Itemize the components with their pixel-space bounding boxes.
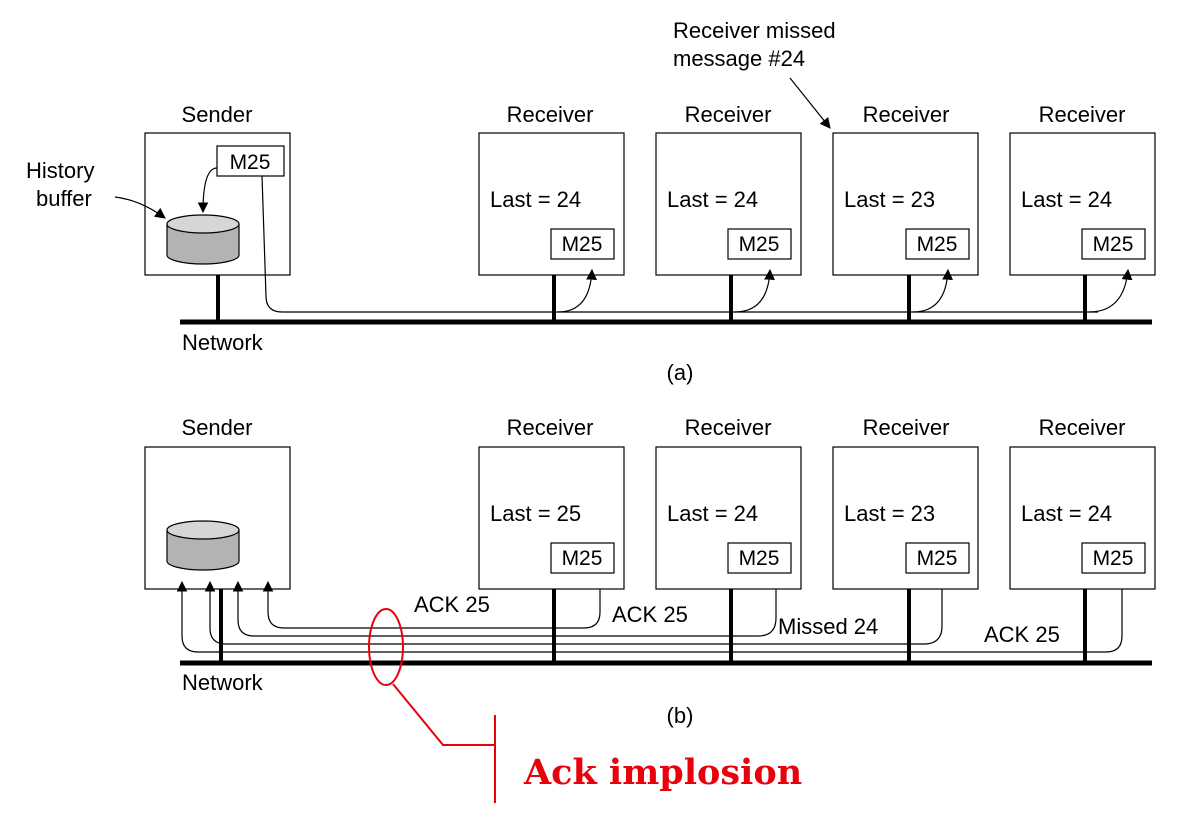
receiver-last: Last = 25 <box>490 501 581 526</box>
receiver-message: M25 <box>917 233 958 256</box>
receiver-title: Receiver <box>685 415 772 440</box>
annotation-line-1: Receiver missed <box>673 18 836 43</box>
receiver-title: Receiver <box>863 102 950 127</box>
receiver-last: Last = 24 <box>667 187 758 212</box>
receiver-title: Receiver <box>863 415 950 440</box>
deliver-arrow <box>557 268 597 313</box>
implosion-highlight-ellipse <box>368 608 404 686</box>
receiver-b-3: Receiver Last = 23 M25 <box>832 415 979 663</box>
receiver-title: Receiver <box>1039 415 1126 440</box>
receiver-message: M25 <box>1093 547 1134 570</box>
reply-wire-1 <box>262 566 601 629</box>
ack-implosion-callout: Ack implosion <box>368 608 802 803</box>
sender-message-label-a: M25 <box>230 151 271 174</box>
caption-a: (a) <box>667 360 694 385</box>
receiver-message: M25 <box>739 547 780 570</box>
receiver-a-2: Receiver Last = 24 M25 <box>655 102 802 322</box>
history-buffer-pointer <box>114 196 166 219</box>
reply-label-1: ACK 25 <box>414 592 490 617</box>
callout-text: Ack implosion <box>523 752 802 793</box>
receiver-title: Receiver <box>507 415 594 440</box>
history-buffer-label-1: History <box>26 158 94 183</box>
receiver-message: M25 <box>739 233 780 256</box>
deliver-arrow <box>912 268 953 313</box>
network-label-a: Network <box>182 330 264 355</box>
multicast-wire-a <box>261 175 1098 313</box>
history-buffer-icon-a <box>166 214 240 265</box>
callout-leader-line <box>392 683 495 746</box>
receiver-message: M25 <box>917 547 958 570</box>
caption-b: (b) <box>667 703 694 728</box>
sender-title-b: Sender <box>182 415 253 440</box>
reply-wire-3 <box>204 566 943 645</box>
network-label-b: Network <box>182 670 264 695</box>
history-buffer-label-2: buffer <box>36 186 92 211</box>
receiver-a-3: Receiver Last = 23 M25 <box>832 102 979 322</box>
panel-b: Sender Network ACK 25 ACK 25 Missed 24 A… <box>144 415 1156 728</box>
store-arrow-a <box>197 167 218 214</box>
receiver-a-1: Receiver Last = 24 M25 <box>478 102 625 322</box>
history-buffer-icon-b <box>166 520 240 571</box>
sender-message-a <box>216 145 285 177</box>
receiver-last: Last = 23 <box>844 187 935 212</box>
receiver-a-4: Receiver Last = 24 M25 <box>1009 102 1156 322</box>
receiver-b-1: Receiver Last = 25 M25 <box>478 415 625 663</box>
receiver-last: Last = 23 <box>844 501 935 526</box>
reply-label-2: ACK 25 <box>612 602 688 627</box>
receiver-last: Last = 24 <box>490 187 581 212</box>
reply-wire-2 <box>232 566 777 637</box>
receiver-message: M25 <box>1093 233 1134 256</box>
panel-a: Sender M25 History buffer Network Receiv… <box>26 102 1156 385</box>
receiver-message: M25 <box>562 233 603 256</box>
receiver-b-2: Receiver Last = 24 M25 <box>655 415 802 663</box>
receiver-title: Receiver <box>1039 102 1126 127</box>
deliver-arrow <box>734 268 775 313</box>
deliver-arrow <box>1088 268 1133 313</box>
annotation-line-2: message #24 <box>673 46 805 71</box>
receiver-b-4: Receiver Last = 24 M25 <box>1009 415 1156 663</box>
receiver-message: M25 <box>562 547 603 570</box>
reply-label-3: Missed 24 <box>778 614 878 639</box>
reply-label-4: ACK 25 <box>984 622 1060 647</box>
receiver-last: Last = 24 <box>1021 187 1112 212</box>
annotation-arrow <box>789 77 831 129</box>
receiver-title: Receiver <box>507 102 594 127</box>
receiver-title: Receiver <box>685 102 772 127</box>
reply-wire-4 <box>176 566 1123 653</box>
receiver-last: Last = 24 <box>667 501 758 526</box>
sender-title-a: Sender <box>182 102 253 127</box>
receiver-last: Last = 24 <box>1021 501 1112 526</box>
